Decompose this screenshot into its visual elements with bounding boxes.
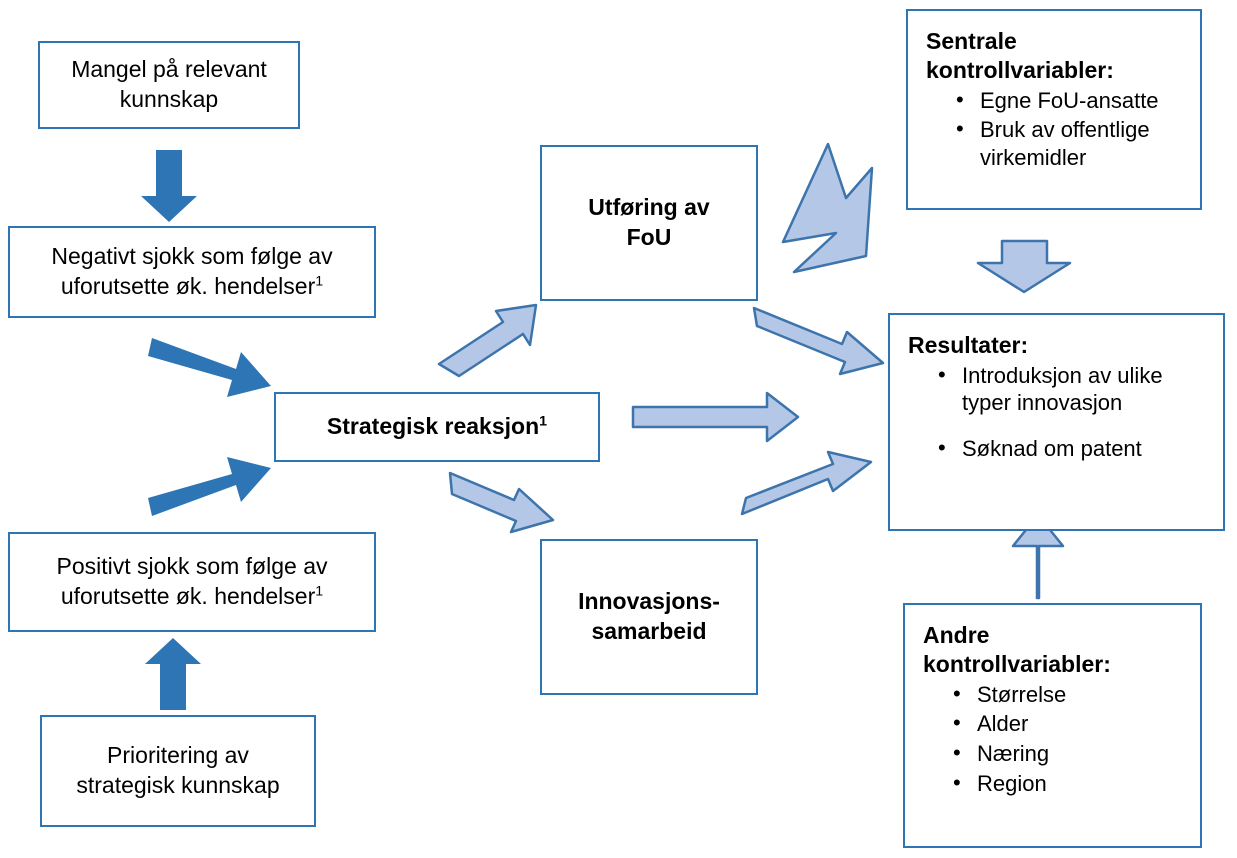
list-item: Søknad om patent [938, 434, 1209, 463]
node-strategisk-reaksjon-main: Strategisk reaksjon [326, 413, 540, 440]
node-negativt-sjokk-main: Negativt sjokk som følge av uforutsette … [51, 243, 333, 299]
node-utforing-fou[interactable]: Utføring av FoU [540, 145, 758, 301]
list-item: Region [953, 769, 1186, 798]
node-positivt-sjokk-main: Positivt sjokk som følge av uforutsette … [56, 553, 328, 609]
node-andre-heading: Andre kontrollvariabler: [923, 622, 1111, 677]
arrow-positivt-to-strategisk [148, 457, 271, 516]
arrow-negativt-to-strategisk [148, 338, 271, 397]
node-utforing-fou-label: Utføring av FoU [588, 194, 710, 250]
node-resultater-list: Introduksjon av ulike typer innovasjon S… [908, 361, 1209, 481]
node-strategisk-reaksjon-label: Strategisk reaksjon1 [327, 412, 547, 442]
node-sentrale-kontrollvariabler[interactable]: Sentrale kontrollvariabler: Egne FoU-ans… [906, 9, 1202, 210]
node-resultater-heading: Resultater: [908, 332, 1029, 358]
node-prioritering-label: Prioritering av strategisk kunnskap [76, 742, 280, 798]
node-negativt-sjokk[interactable]: Negativt sjokk som følge av uforutsette … [8, 226, 376, 318]
node-resultater[interactable]: Resultater: Introduksjon av ulike typer … [888, 313, 1225, 531]
list-item: Introduksjon av ulike typer innovasjon [938, 361, 1209, 417]
node-andre-list: Størrelse Alder Næring Region [923, 680, 1186, 800]
arrow-mangel-to-negativt [141, 150, 197, 222]
node-sentrale-list: Egne FoU-ansatte Bruk av offentlige virk… [926, 86, 1186, 174]
list-item: Egne FoU-ansatte [956, 86, 1186, 115]
node-mangel[interactable]: Mangel på relevant kunnskap [38, 41, 300, 129]
node-negativt-sjokk-superscript: 1 [315, 273, 324, 290]
arrow-fou-to-resultater [752, 306, 885, 376]
list-item: Alder [953, 709, 1186, 738]
arrow-sentrale-to-resultater [976, 239, 1072, 294]
list-item: Bruk av offentlige virkemidler [956, 115, 1186, 171]
node-strategisk-reaksjon[interactable]: Strategisk reaksjon1 [274, 392, 600, 462]
node-mangel-label: Mangel på relevant kunnskap [71, 56, 267, 112]
list-item: Størrelse [953, 680, 1186, 709]
node-positivt-sjokk-label: Positivt sjokk som følge av uforutsette … [57, 552, 328, 612]
node-innovasjonssamarbeid-label: Innovasjons- samarbeid [578, 588, 720, 644]
arrow-strategisk-to-resultater [631, 391, 800, 443]
node-sentrale-heading: Sentrale kontrollvariabler: [926, 28, 1114, 83]
node-andre-kontrollvariabler[interactable]: Andre kontrollvariabler: Størrelse Alder… [903, 603, 1202, 848]
arrow-strategisk-to-innovasjon [448, 471, 555, 534]
arrow-sentrale-to-fou [781, 142, 874, 274]
node-prioritering[interactable]: Prioritering av strategisk kunnskap [40, 715, 316, 827]
node-negativt-sjokk-label: Negativt sjokk som følge av uforutsette … [51, 242, 332, 302]
node-innovasjonssamarbeid[interactable]: Innovasjons- samarbeid [540, 539, 758, 695]
node-strategisk-reaksjon-superscript: 1 [539, 413, 548, 430]
arrow-innovasjon-to-resultater [740, 450, 873, 516]
node-positivt-sjokk[interactable]: Positivt sjokk som følge av uforutsette … [8, 532, 376, 632]
arrow-strategisk-to-fou [437, 303, 538, 378]
arrow-prioritering-to-positivt [145, 638, 201, 710]
node-positivt-sjokk-superscript: 1 [315, 583, 324, 600]
list-item: Næring [953, 739, 1186, 768]
